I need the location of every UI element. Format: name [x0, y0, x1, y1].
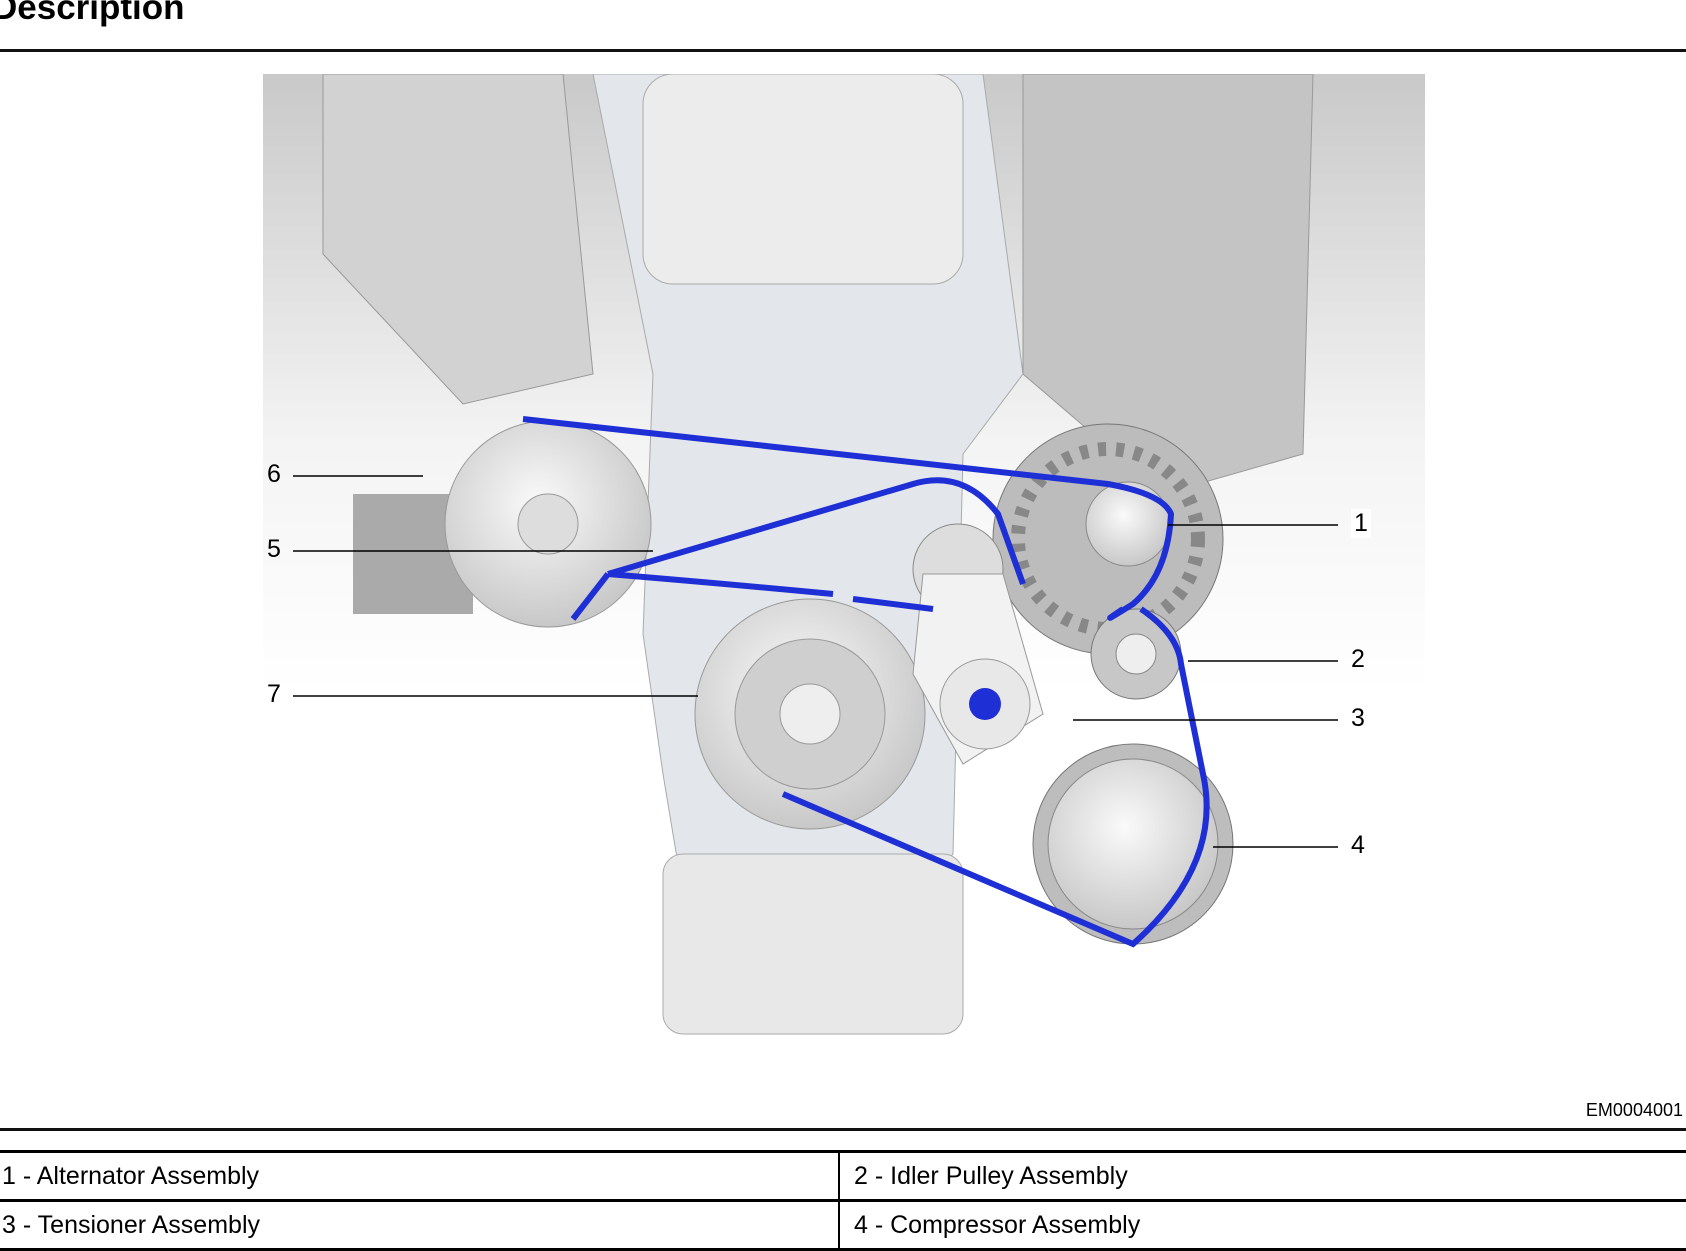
table-row: 3 - Tensioner Assembly 4 - Compressor As…	[0, 1199, 1686, 1251]
engine-belt-diagram: 6 5 7 1 2 3 4	[263, 73, 1425, 1074]
table-row: 1 - Alternator Assembly 2 - Idler Pulley…	[0, 1150, 1686, 1202]
legend-item: 1 - Alternator Assembly	[0, 1150, 839, 1202]
legend-item: 4 - Compressor Assembly	[838, 1199, 1686, 1251]
callout-5: 5	[267, 535, 281, 563]
callout-4: 4	[1351, 831, 1365, 859]
callout-2: 2	[1351, 645, 1365, 673]
callout-6: 6	[267, 460, 281, 488]
callout-7: 7	[267, 680, 281, 708]
legend-item: 2 - Idler Pulley Assembly	[838, 1150, 1686, 1202]
legend-table: 1 - Alternator Assembly 2 - Idler Pulley…	[0, 1150, 1686, 1251]
legend-item: 3 - Tensioner Assembly	[0, 1199, 839, 1251]
callout-1: 1	[1351, 509, 1371, 538]
heading-rule	[0, 49, 1686, 52]
callout-3: 3	[1351, 704, 1365, 732]
figure-id: EM0004001	[1585, 1100, 1683, 1120]
figure-rule	[0, 1128, 1686, 1131]
section-heading: Description	[0, 0, 185, 27]
engine-illustration	[263, 73, 1425, 1035]
